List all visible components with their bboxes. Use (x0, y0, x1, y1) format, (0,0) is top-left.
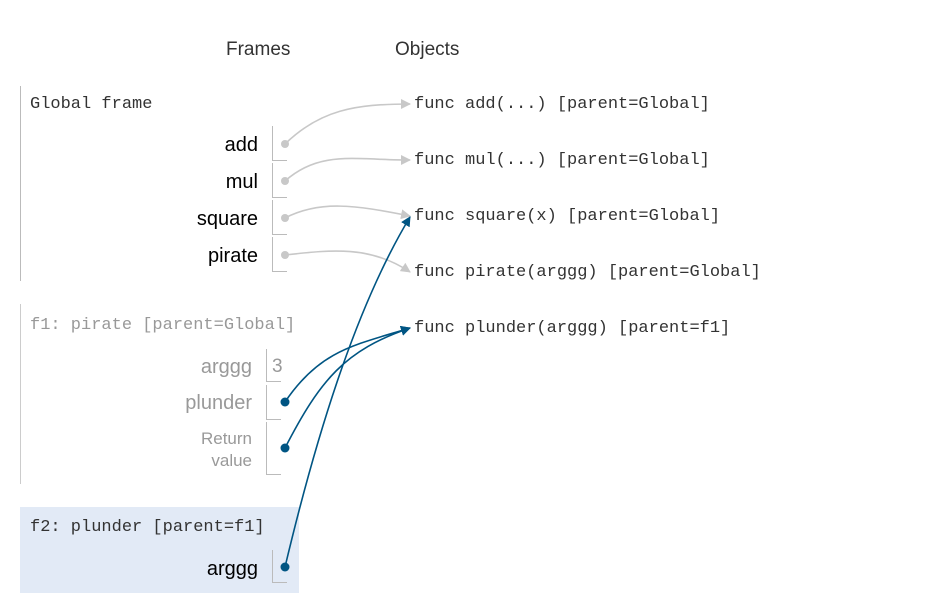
object-func-pirate: func pirate(arggg) [parent=Global] (414, 263, 761, 282)
slot-mul (272, 163, 287, 198)
f2-frame (20, 507, 299, 593)
arrow-mul (281, 154, 411, 185)
f1-frame-title: f1: pirate [parent=Global] (30, 316, 296, 335)
slot-add (272, 126, 287, 161)
value-arggg-f1: 3 (272, 356, 283, 377)
slot-pirate (272, 237, 287, 272)
var-mul: mul (225, 171, 258, 193)
objects-header: Objects (395, 39, 460, 60)
global-frame-title: Global frame (30, 95, 153, 114)
var-square: square (196, 208, 258, 230)
var-arggg-f2: arggg (206, 558, 258, 580)
object-func-mul: func mul(...) [parent=Global] (414, 151, 710, 170)
var-arggg-f1: arggg (200, 356, 252, 378)
f2-frame-title: f2: plunder [parent=f1] (30, 518, 265, 537)
global-frame-border (20, 86, 21, 281)
return-line2: value (211, 451, 252, 470)
slot-return-value-f1 (266, 422, 281, 475)
arrow-arggg-f2 (280, 216, 411, 572)
frames-header: Frames (226, 39, 291, 60)
var-return-value-label: Return value (102, 428, 252, 472)
var-pirate: pirate (207, 245, 258, 267)
arrow-plunder-f1 (280, 325, 411, 407)
slot-square (272, 200, 287, 235)
arrow-square (281, 205, 411, 222)
slot-arggg-f2 (272, 550, 287, 583)
f1-frame-border (20, 304, 21, 484)
var-plunder-f1: plunder (185, 392, 252, 414)
return-line1: Return (200, 429, 252, 448)
object-func-square: func square(x) [parent=Global] (414, 207, 721, 226)
arrow-pirate (281, 250, 411, 273)
slot-plunder-f1 (266, 385, 281, 420)
var-add: add (224, 134, 258, 156)
object-func-add: func add(...) [parent=Global] (414, 95, 710, 114)
arrow-add (281, 99, 411, 148)
arrow-return-f1 (280, 326, 411, 453)
object-func-plunder: func plunder(arggg) [parent=f1] (414, 319, 731, 338)
slot-arggg-f1 (266, 349, 281, 382)
